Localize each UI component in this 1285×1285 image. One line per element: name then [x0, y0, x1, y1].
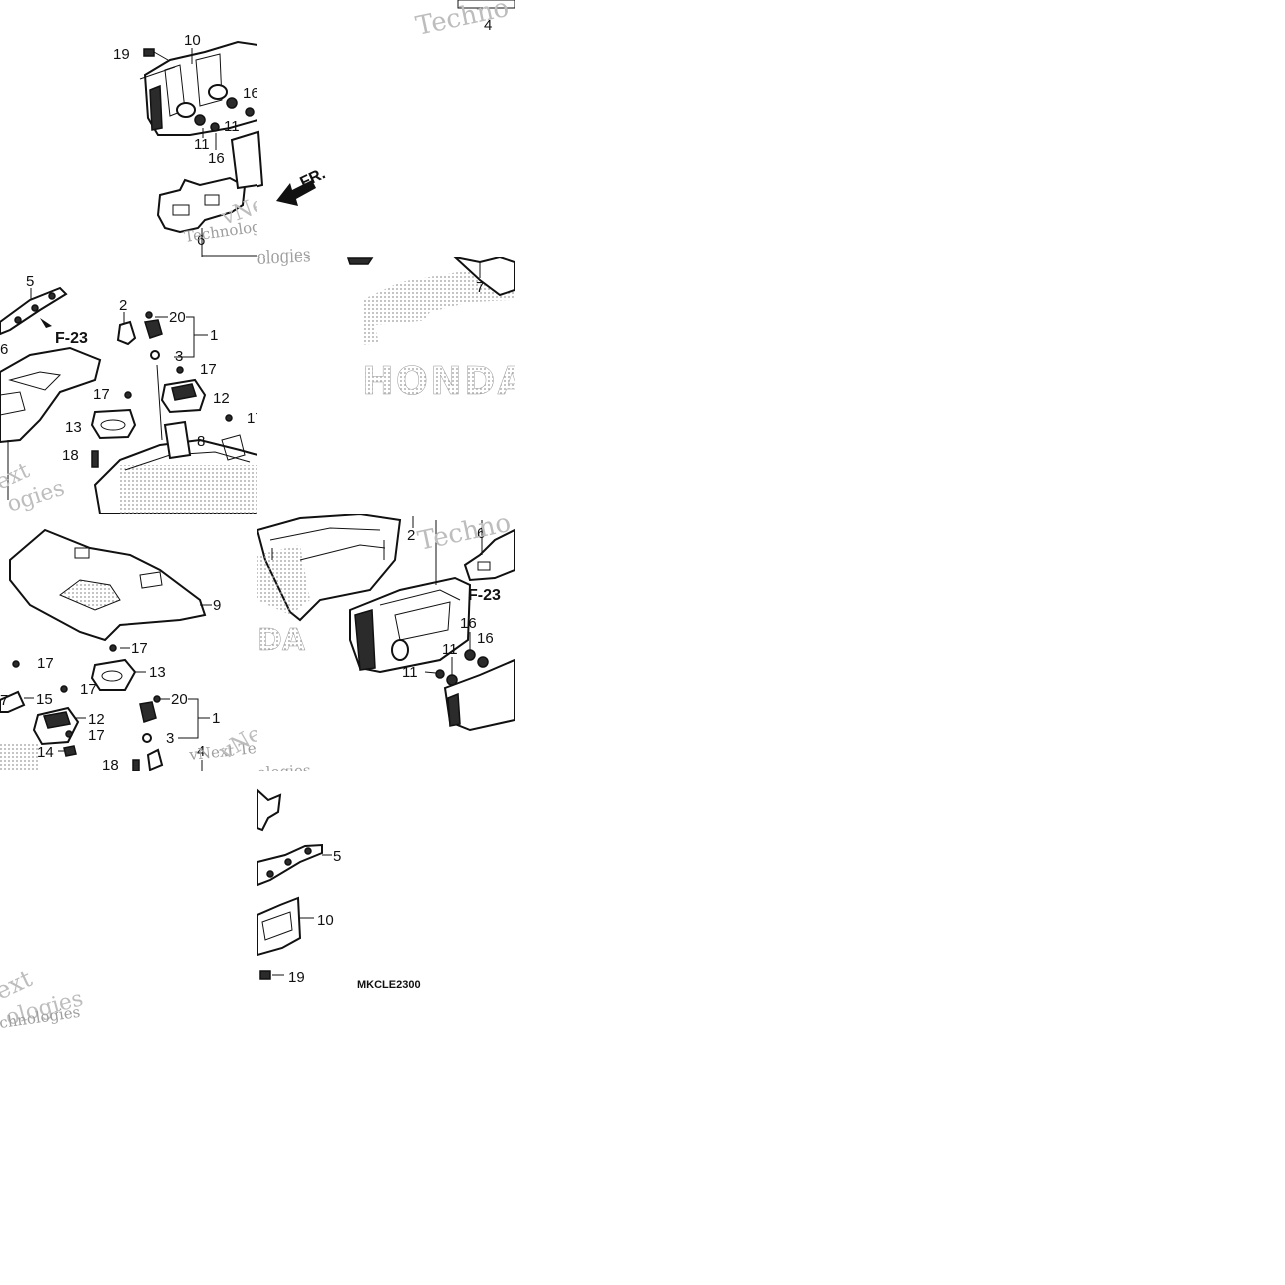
callout-11: 16 — [477, 630, 494, 647]
tile-watermark: ext ologies chnologies — [0, 964, 86, 1028]
callout-5: 5 — [26, 273, 34, 290]
tile-airbox-assembly: DA F-23 2 6 11 11 16 16 Techno ologies — [256, 514, 515, 782]
callout-16: 11 — [402, 664, 418, 681]
callout-10: 10 — [317, 912, 334, 929]
svg-text:ologies: ologies — [256, 245, 311, 266]
ref-tag: F-23 — [55, 330, 88, 347]
svg-text:DA: DA — [257, 623, 306, 658]
callout-17: 17 — [93, 386, 110, 403]
callout-17: 17 — [88, 727, 105, 744]
callout-9: 9 — [213, 597, 221, 614]
diagram-code: MKCLE2300 — [357, 979, 421, 991]
callout-7: 7 — [0, 692, 8, 709]
callout-17: 17 — [200, 361, 217, 378]
callout-1: 1 — [212, 710, 220, 727]
callout-18: 18 — [102, 757, 119, 774]
callout-17: 17 — [131, 640, 148, 657]
callout-6: 6 — [477, 525, 485, 542]
callout-8: 8 — [197, 433, 205, 450]
callout-16: 16 — [243, 85, 260, 102]
callout-13: 13 — [149, 664, 166, 681]
callout-12: 12 — [88, 711, 105, 728]
callout-2: 2 — [119, 297, 127, 314]
svg-text:ologies: ologies — [256, 247, 311, 268]
callout-17: 17 — [80, 681, 97, 698]
callout-16: 16 — [460, 615, 477, 632]
callout-11: 11 — [194, 136, 210, 153]
tile-seal-pads: 9 17 13 17 7 17 15 12 17 14 18 20 1 3 4 … — [0, 528, 257, 774]
callout-11: 11 — [442, 641, 458, 658]
front-marker: FR. — [298, 165, 329, 191]
callout-10: 10 — [184, 32, 201, 49]
callout-20: 20 — [169, 309, 186, 326]
callout-12: 12 — [213, 390, 230, 407]
tile-rail-cover: 5 10 19 MKCLE2300 — [257, 788, 421, 991]
tile-honda-mark: HONDA 7 ologies — [256, 247, 529, 403]
callout-7: 7 — [476, 279, 484, 296]
callout-1: 1 — [210, 327, 218, 344]
svg-text:ologies: ologies — [256, 761, 311, 782]
callout-15: 15 — [36, 691, 53, 708]
callout-11: 11 — [224, 118, 240, 135]
svg-text:F-23: F-23 — [468, 587, 501, 604]
ref-arrow-icon — [40, 318, 52, 328]
callout-19: 19 — [113, 46, 130, 63]
callout-6: 6 — [197, 232, 205, 249]
tile-airbox-housing: F-23 5 2 20 1 3 17 — [0, 273, 264, 514]
callout-18: 18 — [62, 447, 79, 464]
callout-2: 2 — [407, 527, 415, 544]
callout-4: 4 — [197, 743, 205, 760]
callout-6: 6 — [0, 341, 8, 358]
callout-20: 20 — [171, 691, 188, 708]
watermark-partial: Techno — [413, 0, 512, 42]
callout-17: 17 — [37, 655, 54, 672]
callout-13: 13 — [65, 419, 82, 436]
callout-3: 3 — [166, 730, 174, 747]
callout-5: 5 — [333, 848, 341, 865]
brand-mark: HONDA — [362, 359, 529, 403]
callout-14: 14 — [37, 744, 54, 761]
callout-3: 3 — [175, 348, 183, 365]
tile-airbox-cover: 19 10 16 11 11 16 6 Technologies vNext — [113, 32, 260, 257]
callout-4: 4 — [484, 17, 492, 34]
tile-front-marker: Techno 4 FR. ologies — [256, 0, 515, 266]
callout-16: 16 — [208, 150, 225, 167]
callout-19: 19 — [288, 969, 305, 986]
svg-text:17: 17 — [247, 410, 264, 427]
front-arrow-icon — [276, 180, 316, 206]
